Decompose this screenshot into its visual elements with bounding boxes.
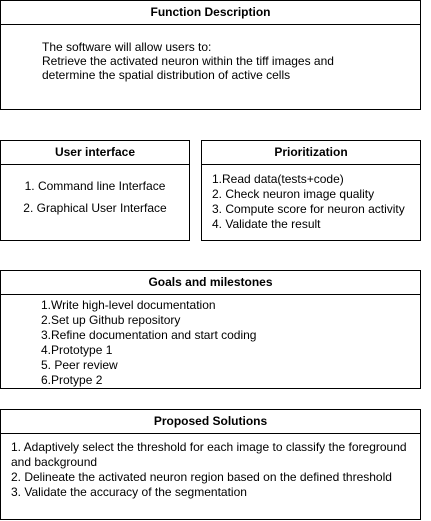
prioritization-item: 4. Validate the result — [212, 217, 321, 231]
function-description-line: determine the spatial distribution of ac… — [42, 68, 291, 82]
function-description-title: Function Description — [1, 1, 420, 25]
user-interface-body: 1. Command line Interface 2. Graphical U… — [1, 165, 189, 216]
proposed-solutions-box: Proposed Solutions 1. Adaptively select … — [0, 409, 421, 520]
goals-milestones-box: Goals and milestones 1.Write high-level … — [0, 270, 421, 389]
prioritization-title: Prioritization — [202, 141, 420, 165]
user-interface-box: User interface 1. Command line Interface… — [0, 140, 190, 241]
solution-item: 3. Validate the accuracy of the segmenta… — [11, 485, 247, 499]
user-interface-title: User interface — [1, 141, 189, 165]
prioritization-box: Prioritization 1.Read data(tests+code) 2… — [201, 140, 421, 241]
prioritization-item: 1.Read data(tests+code) — [212, 172, 344, 186]
function-description-box: Function Description The software will a… — [0, 0, 421, 110]
goals-milestones-body: 1.Write high-level documentation 2.Set u… — [1, 295, 420, 388]
function-description-line: Retrieve the activated neuron within the… — [42, 54, 334, 68]
milestone-item: 5. Peer review — [41, 358, 118, 372]
user-interface-item: 1. Command line Interface — [24, 179, 166, 193]
solution-item: 1. Adaptively select the threshold for e… — [11, 440, 407, 469]
user-interface-item: 2. Graphical User Interface — [23, 201, 167, 215]
milestone-item: 1.Write high-level documentation — [41, 298, 216, 312]
milestone-item: 4.Prototype 1 — [41, 343, 113, 357]
goals-milestones-title: Goals and milestones — [1, 271, 420, 295]
proposed-solutions-title: Proposed Solutions — [1, 410, 420, 434]
function-description-line: The software will allow users to: — [42, 40, 212, 54]
prioritization-item: 2. Check neuron image quality — [212, 187, 375, 201]
milestone-item: 3.Refine documentation and start coding — [41, 328, 257, 342]
proposed-solutions-body: 1. Adaptively select the threshold for e… — [1, 434, 420, 500]
solution-item: 2. Delineate the activated neuron region… — [11, 470, 392, 484]
milestone-item: 2.Set up Github repository — [41, 313, 181, 327]
prioritization-body: 1.Read data(tests+code) 2. Check neuron … — [202, 165, 420, 232]
milestone-item: 6.Protype 2 — [41, 373, 103, 387]
function-description-body: The software will allow users to: Retrie… — [1, 25, 420, 82]
prioritization-item: 3. Compute score for neuron activity — [212, 202, 405, 216]
